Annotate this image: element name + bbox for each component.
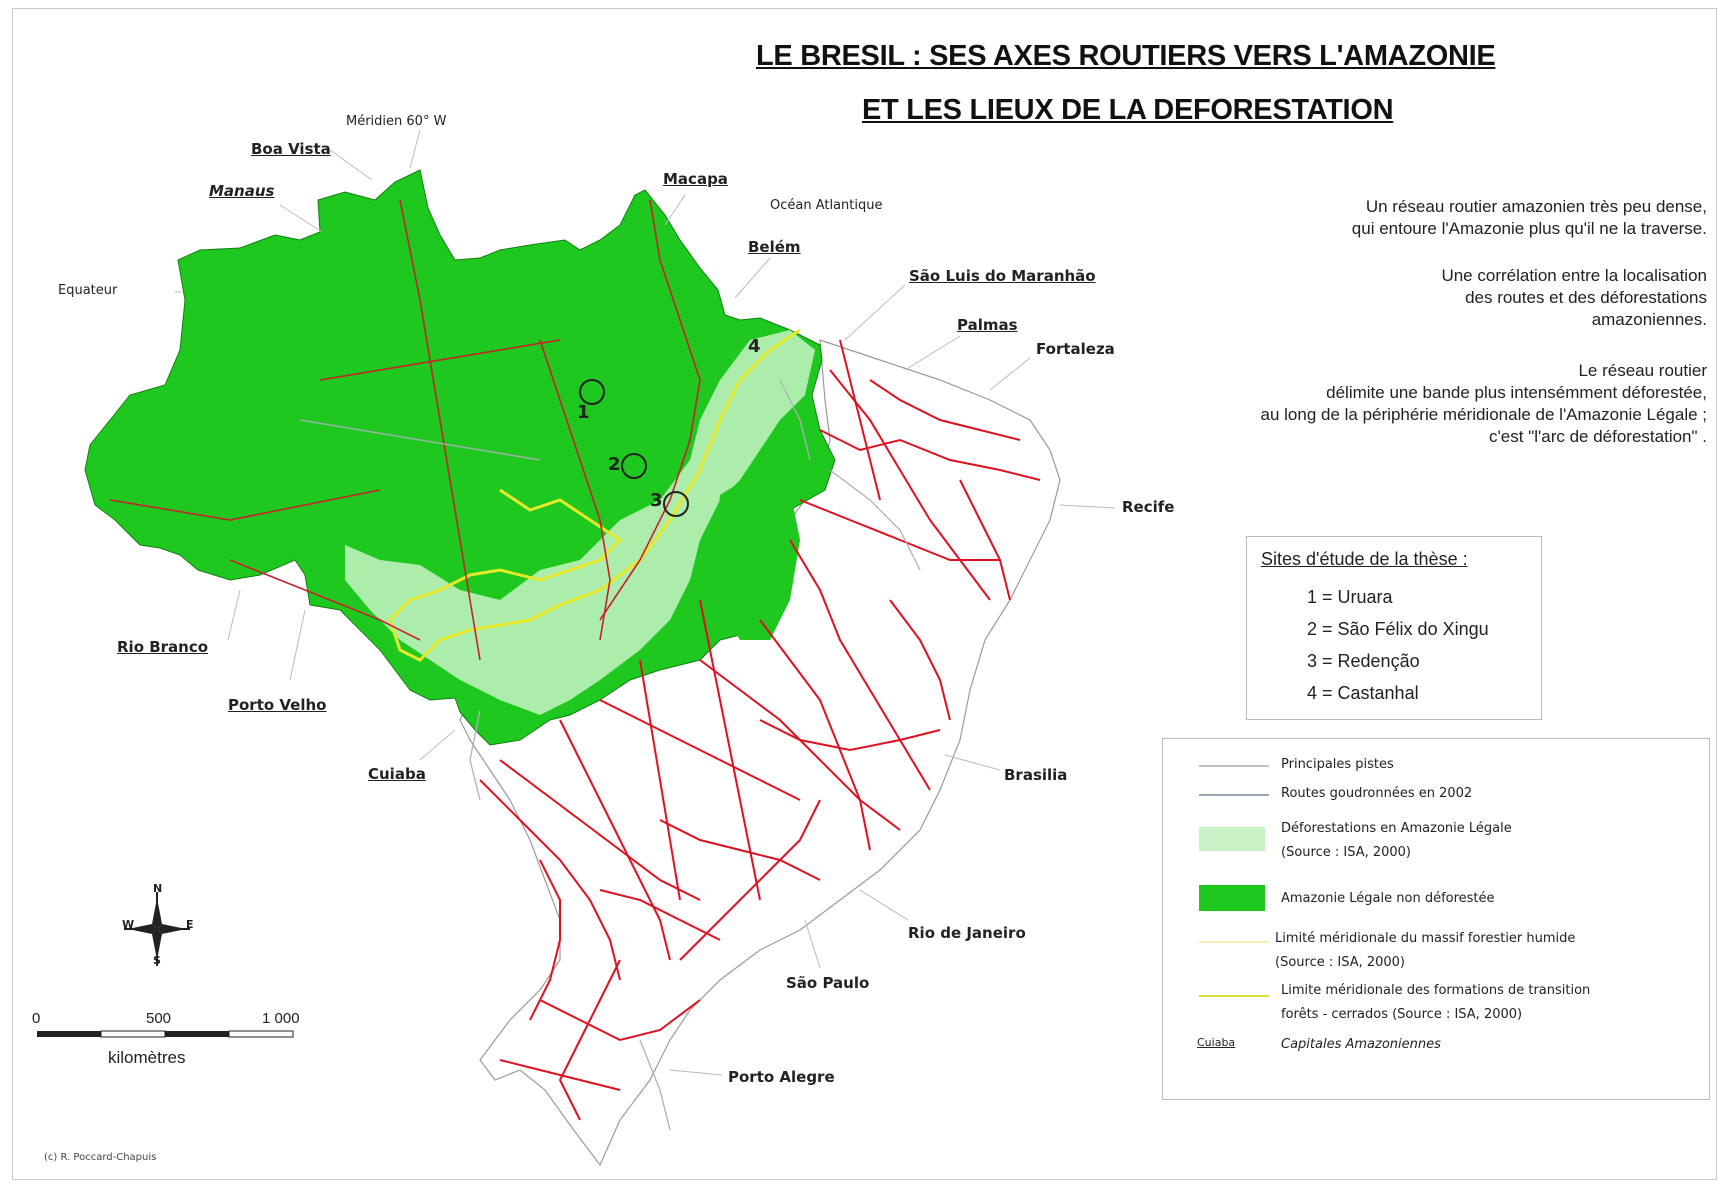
description-p2: Une corrélation entre la localisation de… [1441,265,1707,331]
site-2-marker [621,453,647,479]
study-site-item: 2 = São Félix do Xingu [1307,619,1489,639]
description-p3-line: au long de la périphérie méridionale de … [1260,405,1707,424]
legend-swatch-deforest [1199,827,1265,851]
compass-s: S [153,954,161,967]
legend-box: Principales pistes Routes goudronnées en… [1162,738,1710,1100]
compass-rose-icon [124,892,190,966]
city-sao-luis: São Luis do Maranhão [909,267,1096,285]
site-2-number: 2 [608,454,621,475]
city-fortaleza: Fortaleza [1036,340,1115,358]
description-p2-line: Une corrélation entre la localisation [1441,266,1707,285]
site-3-marker [663,491,689,517]
legend-label: Capitales Amazoniennes [1281,1037,1441,1052]
study-site-item: 3 = Redenção [1307,651,1420,671]
study-site-item: 4 = Castanhal [1307,683,1419,703]
description-p2-line: des routes et des déforestations [1465,288,1707,307]
legend-label: Déforestations en Amazonie Légale [1281,821,1512,836]
legend-sublabel: (Source : ISA, 2000) [1281,845,1412,860]
city-rio-de-janeiro: Rio de Janeiro [908,924,1026,942]
scale-tick-500: 500 [146,1010,172,1027]
description-p1: Un réseau routier amazonien très peu den… [1352,196,1707,240]
description-p3-line: Le réseau routier [1578,361,1707,380]
scale-unit: kilomètres [108,1048,186,1067]
site-1-number: 1 [577,402,590,423]
study-sites-box: Sites d'étude de la thèse : 1 = Uruara 2… [1246,536,1542,720]
study-site-item: 1 = Uruara [1307,587,1393,607]
map-frame [12,8,1717,1180]
city-rio-branco: Rio Branco [117,638,209,656]
description-p1-line: Un réseau routier amazonien très peu den… [1365,197,1707,216]
legend-sublabel: (Source : ISA, 2000) [1275,955,1406,970]
paved-roads [479,339,1041,1121]
city-boa-vista: Boa Vista [251,140,331,158]
city-sao-paulo: São Paulo [786,974,870,992]
legend-swatch-piste [1199,765,1269,767]
city-palmas: Palmas [957,316,1018,334]
amazonia-forest-east [715,470,800,640]
compass-w: W [122,918,135,931]
legend-swatch-limit-transition [1199,995,1269,997]
site-4-number: 4 [748,336,761,357]
leader-lines [175,129,1116,1076]
scale-tick-0: 0 [32,1010,41,1027]
legend-swatch-limit-humid [1199,941,1269,943]
site-3-number: 3 [650,490,663,511]
site-1-marker [579,379,605,405]
description-p3-line: c'est "l'arc de déforestation" . [1489,427,1707,446]
ocean-label: Océan Atlantique [770,198,883,213]
deforestation-arc [345,330,815,715]
city-macapa: Macapa [663,170,728,188]
city-porto-velho: Porto Velho [228,696,327,714]
description-p3: Le réseau routier délimite une bande plu… [1261,360,1707,448]
compass-n: N [153,882,163,895]
legend-sublabel: forêts - cerrados (Source : ISA, 2000) [1281,1007,1523,1022]
study-sites-heading: Sites d'étude de la thèse : [1261,549,1468,569]
main-tracks [299,379,921,1131]
legend-capital-sample: Cuiaba [1197,1036,1236,1049]
description-p1-line: qui entoure l'Amazonie plus qu'il ne la … [1351,219,1707,238]
city-belem: Belém [748,238,801,256]
description-p3-line: délimite une bande plus intensémment déf… [1326,383,1707,402]
equator-label: Equateur [58,283,118,298]
legend-label: Amazonie Légale non déforestée [1281,891,1495,906]
legend-label: Routes goudronnées en 2002 [1281,786,1473,801]
scale-bar [37,1030,294,1038]
legend-swatch-forest [1199,885,1265,911]
legend-label: Limite méridionale des formations de tra… [1281,983,1591,998]
legend-label: Principales pistes [1281,757,1394,772]
city-manaus: Manaus [209,182,275,200]
scale-tick-1000: 1 000 [262,1010,300,1027]
legend-label: Limité méridionale du massif forestier h… [1275,931,1576,946]
meridian-label: Méridien 60° W [346,114,447,129]
description-p2-line: amazoniennes. [1591,310,1707,329]
legend-swatch-route [1199,794,1269,796]
city-brasilia: Brasilia [1004,766,1068,784]
compass-e: E [186,918,194,931]
city-recife: Recife [1122,498,1175,516]
credit-text: (c) R. Poccard-Chapuis [44,1152,157,1163]
map-title-line1: LE BRESIL : SES AXES ROUTIERS VERS L'AMA… [756,40,1496,72]
amazon-roads [109,199,701,661]
city-cuiaba: Cuiaba [368,765,426,783]
city-porto-alegre: Porto Alegre [728,1068,835,1086]
map-title-line2: ET LES LIEUX DE LA DEFORESTATION [862,94,1394,126]
